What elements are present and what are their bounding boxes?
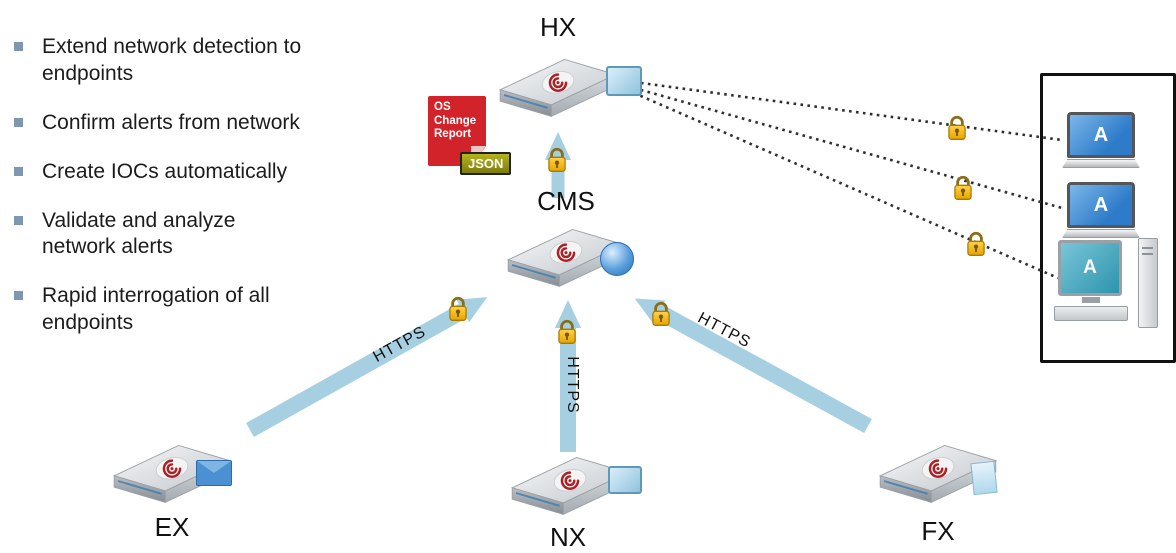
hx-appliance-icon <box>496 50 620 127</box>
laptop-screen-icon: A <box>1067 112 1135 158</box>
fx-to-cms-arrow <box>634 298 872 434</box>
monitor-stand-icon <box>1082 297 1100 303</box>
lock-icon-fx-arrow <box>650 300 672 328</box>
lock-icon-endpoint3 <box>965 230 987 258</box>
globe-icon <box>600 242 634 276</box>
lock-icon-endpoint1 <box>946 114 968 142</box>
bullet-item: Rapid interrogation of all endpoints <box>14 283 424 337</box>
nx-label: NX <box>549 522 587 552</box>
bullet-item: Extend network detection to endpoints <box>14 34 424 88</box>
hx-label: HX <box>539 12 577 42</box>
hx-to-laptop1-dotted-line <box>633 80 1063 142</box>
agent-letter: A <box>1093 123 1109 146</box>
bullet-list: Extend network detection to endpoints Co… <box>14 34 424 359</box>
report-line: Change <box>434 114 477 127</box>
lock-icon-ex-arrow <box>447 295 469 323</box>
hx-to-desktop-dotted-line <box>633 91 1059 280</box>
bullet-square-icon <box>14 215 23 225</box>
ex-to-cms-arrow <box>246 297 488 437</box>
bullet-square-icon <box>14 166 23 176</box>
fx-label: FX <box>921 516 955 546</box>
laptop-endpoint-1: A <box>1062 112 1140 168</box>
laptop-endpoint-2: A <box>1062 182 1140 238</box>
tower-icon <box>1138 238 1158 328</box>
bullet-text: Create IOCs automatically <box>42 159 288 183</box>
cms-label: CMS <box>537 186 595 216</box>
bullet-square-icon <box>14 117 23 127</box>
agent-letter: A <box>1083 257 1097 278</box>
report-line: Report <box>434 128 472 141</box>
bullet-text: Rapid interrogation of all endpoints <box>42 284 270 335</box>
page-icon <box>970 460 998 496</box>
nx-monitor-icon <box>608 466 642 494</box>
lock-icon-endpoint2 <box>952 174 974 202</box>
envelope-icon <box>196 460 232 486</box>
desktop-monitor-icon: A <box>1058 240 1122 296</box>
desktop-endpoint: A <box>1054 238 1160 338</box>
agent-letter: A <box>1093 193 1109 216</box>
bullet-text: Confirm alerts from network <box>42 110 300 134</box>
bullet-square-icon <box>14 42 23 51</box>
laptop-screen-icon: A <box>1067 182 1135 228</box>
bullet-text: Extend network detection to endpoints <box>42 35 302 85</box>
report-line: OS <box>434 101 451 113</box>
bullet-item: Create IOCs automatically <box>14 159 424 186</box>
bullet-square-icon <box>14 291 23 301</box>
keyboard-icon <box>1054 306 1128 321</box>
os-change-report-icon: OS Change Report JSON <box>428 96 512 186</box>
bullet-text: Validate and analyze network alerts <box>42 208 236 259</box>
lock-icon-cms-hx <box>546 146 568 174</box>
ex-label: EX <box>154 512 190 542</box>
json-badge: JSON <box>460 152 512 175</box>
bullet-item: Validate and analyze network alerts <box>14 208 424 262</box>
lock-icon-nx-arrow <box>556 318 578 346</box>
bullet-item: Confirm alerts from network <box>14 110 424 137</box>
hx-monitor-icon <box>606 66 642 96</box>
laptop-base-icon <box>1062 229 1140 238</box>
laptop-base-icon <box>1062 159 1140 168</box>
hx-to-laptop2-dotted-line <box>633 86 1063 210</box>
https-label-nx: HTTPS <box>564 356 581 414</box>
